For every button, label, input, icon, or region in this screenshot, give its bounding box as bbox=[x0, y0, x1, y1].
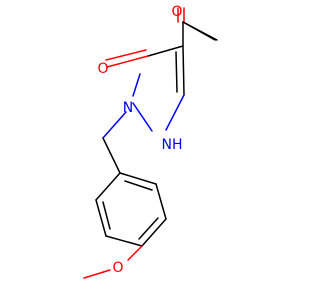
bond-acetyl-methyl-2 bbox=[182, 21, 216, 41]
structure-diagram: O O N NH O bbox=[83, 4, 218, 279]
bond-n1-c3 bbox=[132, 73, 141, 97]
atom-o-methoxy: O bbox=[112, 260, 123, 276]
bond-n1-ch2 bbox=[102, 111, 127, 139]
atom-o-ring: O bbox=[97, 61, 108, 77]
bond-c4-c3 bbox=[147, 45, 184, 57]
bond-ar-2 bbox=[155, 183, 167, 220]
bond-o-ch3 bbox=[83, 269, 111, 279]
bond-ar-inner-2 bbox=[138, 217, 159, 240]
atom-n1: N bbox=[123, 100, 133, 116]
bond-ar-inner-1 bbox=[124, 180, 153, 191]
bond-ring-co-2 bbox=[105, 49, 147, 61]
bond-ar-3 bbox=[141, 218, 167, 247]
bond-c5-n2 bbox=[165, 94, 185, 131]
bond-ar-6 bbox=[95, 172, 121, 201]
bond-ch2-ring bbox=[102, 137, 121, 174]
bond-c4-c5-double bbox=[175, 51, 178, 93]
bond-ar-5 bbox=[95, 199, 107, 237]
bond-c4-c5 bbox=[182, 45, 185, 96]
bond-ar-inner-3 bbox=[102, 201, 111, 230]
atom-n2: NH bbox=[162, 137, 183, 153]
bond-ring-co-1 bbox=[106, 55, 149, 68]
bond-n2-n1 bbox=[132, 102, 153, 132]
bond-ar-1 bbox=[119, 172, 157, 185]
bond-ar-4 bbox=[105, 235, 143, 247]
atom-o-ketone: O bbox=[171, 4, 182, 20]
bond-ar-o bbox=[127, 245, 143, 261]
